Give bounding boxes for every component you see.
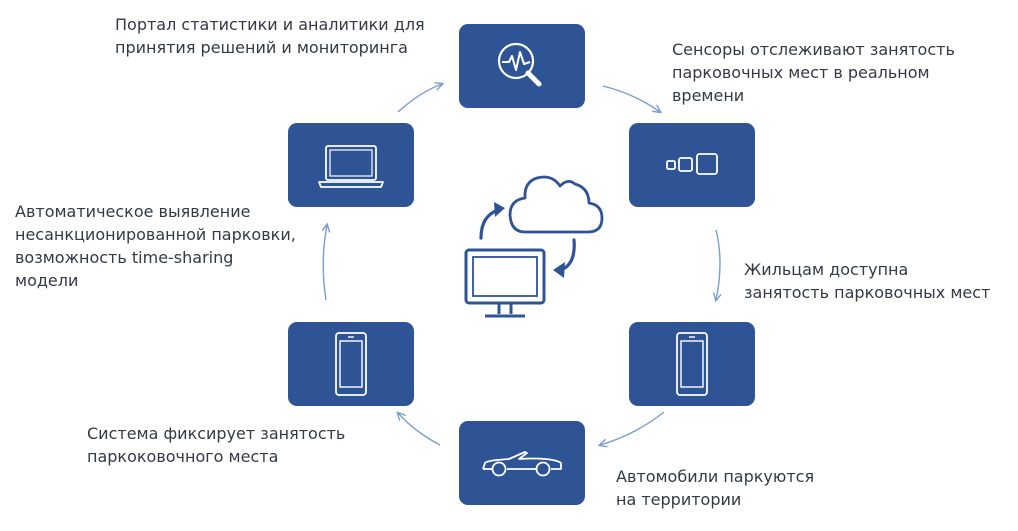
step-residents-label: Жильцам доступна занятость парковочных м… xyxy=(744,260,991,302)
step-car-label: Автомобили паркуются на территории xyxy=(616,467,815,509)
smartphone-icon xyxy=(335,332,367,396)
step-sensor-box xyxy=(629,123,755,207)
car-icon xyxy=(482,451,562,477)
sync-down-arrow-icon xyxy=(553,238,576,278)
step-residents-box xyxy=(629,322,755,406)
laptop-icon xyxy=(318,145,384,188)
analytics-magnifier-icon xyxy=(497,42,542,87)
step-car-box xyxy=(459,421,585,505)
smartphone-icon xyxy=(676,332,708,396)
arrow-portal-to-sensor xyxy=(602,85,660,112)
arrow-laptop-to-portal xyxy=(397,84,442,113)
step-portal-label: Портал статистики и аналитики для принят… xyxy=(115,15,425,57)
arrow-residents-to-car xyxy=(600,411,665,445)
step-system-box xyxy=(288,322,414,406)
arrow-system-to-laptop xyxy=(323,225,327,301)
arrow-sensor-to-residents xyxy=(716,229,720,300)
cloud-icon xyxy=(508,175,604,234)
monitor-icon xyxy=(464,248,546,318)
step-portal-box xyxy=(459,24,585,108)
step-laptop-box xyxy=(288,123,414,207)
arrow-car-to-system xyxy=(398,413,441,446)
step-laptop-label: Автоматическое выявление несанкционирова… xyxy=(15,202,296,290)
sensor-icon xyxy=(666,153,718,175)
sync-up-arrow-icon xyxy=(479,202,505,240)
step-sensor-label: Сенсоры отслеживают занятость парковочны… xyxy=(672,40,955,105)
step-system-label: Система фиксирует занятость паркоковочно… xyxy=(87,424,346,466)
